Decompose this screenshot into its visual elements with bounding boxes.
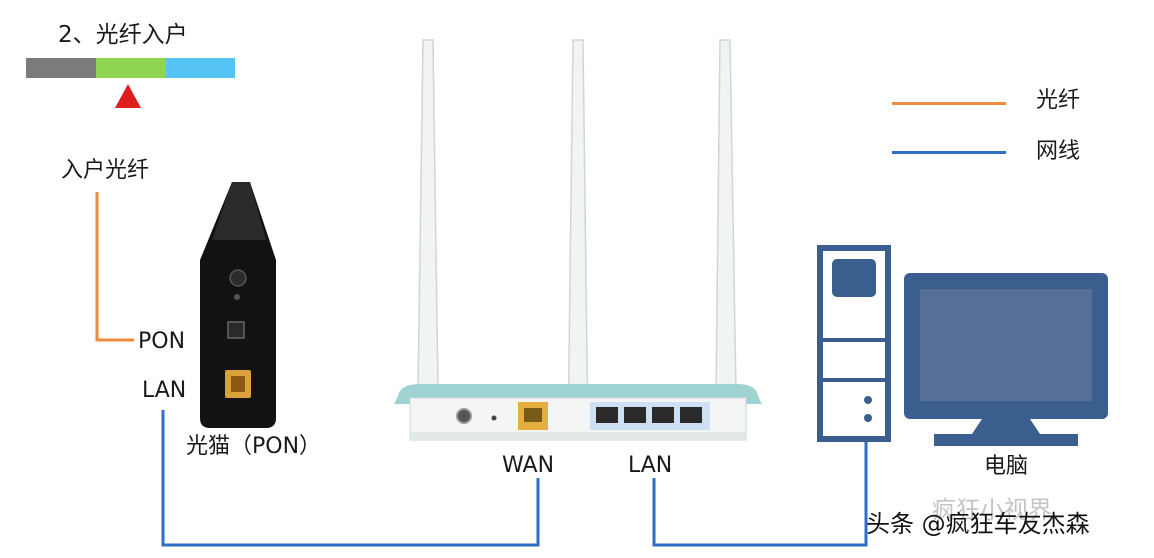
- watermark-ghost: 疯狂小视界: [932, 496, 1052, 524]
- modem-to-router-cable: [161, 410, 540, 547]
- fiber-cable: [95, 192, 134, 342]
- pon-port-label: PON: [138, 329, 186, 354]
- router-wan-port-label: WAN: [502, 453, 555, 478]
- legend-network-label: 网线: [1036, 139, 1081, 164]
- progress-segment-1: [26, 58, 96, 78]
- legend-network-swatch: [892, 151, 1006, 154]
- legend-fiber-swatch: [892, 102, 1006, 105]
- router-to-pc-cable: [652, 442, 868, 547]
- computer-tower: [817, 245, 891, 442]
- router-antennas: [417, 39, 737, 439]
- modem-lan-port-label: LAN: [142, 378, 187, 403]
- router: [394, 384, 762, 441]
- progress-segment-3: [166, 58, 235, 78]
- computer-monitor: [904, 273, 1108, 446]
- incoming-fiber-label: 入户光纤: [61, 158, 150, 183]
- progress-segment-2: [96, 58, 166, 78]
- step-title: 2、光纤入户: [58, 22, 188, 48]
- step-pointer-icon: [115, 84, 141, 108]
- computer-name-label: 电脑: [984, 454, 1029, 479]
- watermark-text: 头条 @疯狂车友杰森: [866, 510, 1090, 538]
- legend-fiber-label: 光纤: [1036, 88, 1081, 113]
- modem-name-label: 光猫（PON）: [186, 434, 322, 459]
- router-lan-port-label: LAN: [628, 453, 673, 478]
- optical-modem: [200, 182, 276, 428]
